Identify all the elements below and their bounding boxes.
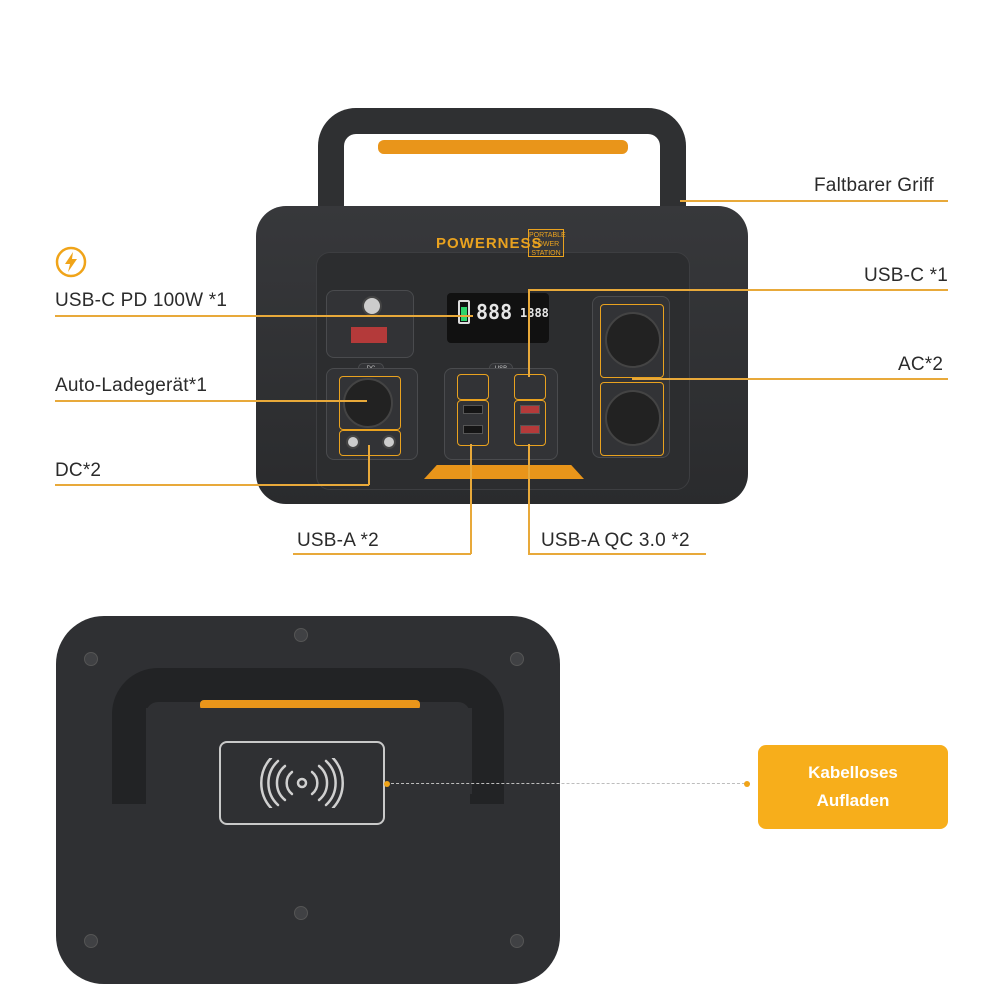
label-ac: AC*2 <box>898 354 944 375</box>
callout-dot <box>384 781 390 787</box>
usb-a-qc-port[interactable] <box>520 425 540 434</box>
label-usb-c: USB-C *1 <box>864 265 948 286</box>
label-car-charger: Auto-Ladegerät*1 <box>55 375 208 396</box>
solar-input-port[interactable] <box>362 296 382 316</box>
dc-port[interactable] <box>382 435 396 449</box>
usb-c-port-frame <box>514 374 546 400</box>
usb-a-port[interactable] <box>463 405 483 414</box>
usb-a-ports-frame <box>457 400 489 446</box>
label-dc: DC*2 <box>55 460 102 481</box>
car-charger-socket[interactable] <box>343 378 393 428</box>
callout-line-usb-c <box>528 289 948 291</box>
label-usb-a-qc: USB-A QC 3.0 *2 <box>541 530 690 551</box>
label-usb-c-pd: USB-C PD 100W *1 <box>55 290 228 311</box>
car-charger-frame <box>339 376 401 430</box>
lightning-bolt-icon <box>54 245 88 279</box>
wireless-charging-icon <box>254 756 350 810</box>
usb-panel <box>444 368 558 460</box>
callout-line-usb-c-pd <box>55 315 473 317</box>
brand-logo: POWERNESS <box>436 235 543 252</box>
callout-line-car-charger <box>55 400 367 402</box>
badge-line: POWER <box>532 241 560 248</box>
badge-line: STATION <box>531 250 561 257</box>
callout-dot <box>744 781 750 787</box>
wireless-label-line: Aufladen <box>816 791 890 810</box>
top-handle <box>112 668 504 804</box>
callout-vline-usb-a <box>470 444 472 554</box>
screw <box>510 934 524 948</box>
portable-power-station-badge: PORTABLE POWER STATION <box>528 229 566 257</box>
usb-a-port[interactable] <box>463 425 483 434</box>
bottom-accent-stripe <box>424 465 584 479</box>
screw <box>294 628 308 642</box>
callout-line-usb-a-qc <box>528 553 706 555</box>
anderson-port[interactable] <box>350 326 388 344</box>
display-right-value: 1888 <box>520 306 549 320</box>
usb-a-qc-port[interactable] <box>520 405 540 414</box>
callout-vline-dc <box>368 445 370 485</box>
callout-line-ac <box>632 378 948 380</box>
callout-line-dc <box>55 484 369 486</box>
usb-c-pd-port-frame <box>457 374 489 400</box>
front-handle <box>318 108 686 238</box>
ac-outlet[interactable] <box>605 390 661 446</box>
dc-ports-frame <box>339 430 401 456</box>
screw <box>294 906 308 920</box>
ac-outlet-frame <box>600 382 664 456</box>
display-main-value: 888 <box>476 300 513 324</box>
dc-port[interactable] <box>346 435 360 449</box>
top-handle-grip <box>200 700 420 710</box>
label-handle: Faltbarer Griff <box>814 175 934 196</box>
front-handle-grip <box>378 140 628 154</box>
ac-outlet-frame <box>600 304 664 378</box>
label-usb-a: USB-A *2 <box>297 530 379 551</box>
ac-outlet[interactable] <box>605 312 661 368</box>
callout-line-usb-a <box>293 553 471 555</box>
callout-dashed-line-wireless <box>386 783 750 784</box>
badge-line: PORTABLE <box>529 232 566 239</box>
top-handle-bar <box>146 708 472 794</box>
screw <box>84 652 98 666</box>
callout-vline-usb-c <box>528 289 530 377</box>
screw <box>84 934 98 948</box>
screw <box>510 652 524 666</box>
usb-a-qc-ports-frame <box>514 400 546 446</box>
wireless-charging-label: Kabelloses Aufladen <box>758 745 948 829</box>
wireless-label-line: Kabelloses <box>808 763 898 782</box>
callout-line-handle <box>680 200 948 202</box>
battery-icon <box>458 300 470 324</box>
callout-vline-usb-a-qc <box>528 444 530 554</box>
